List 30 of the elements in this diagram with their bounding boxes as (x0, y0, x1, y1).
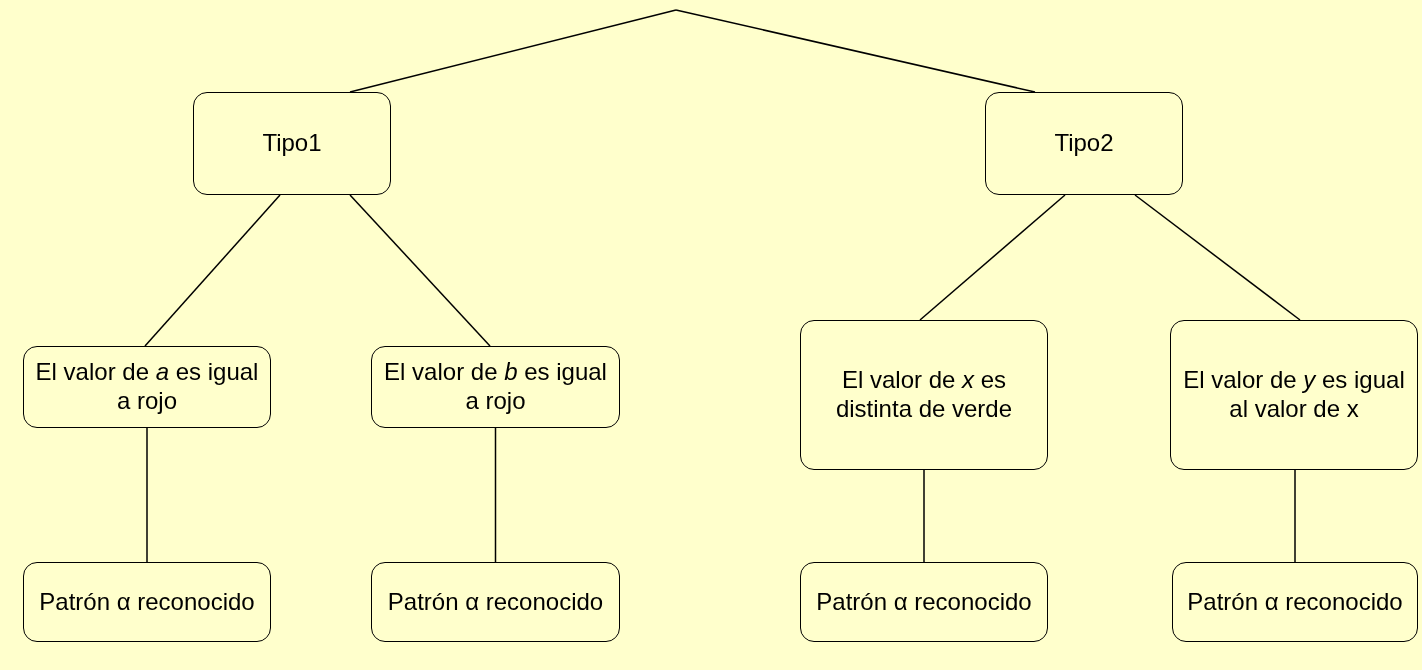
process-box (23, 562, 271, 642)
connector-line (675, 9, 1036, 93)
process-box (193, 92, 391, 195)
node-label: El valor de y es igual al valor de x (1182, 366, 1406, 424)
connector-line (1294, 469, 1296, 563)
process-box (800, 320, 1048, 470)
node-label: Patrón α reconocido (816, 587, 1032, 617)
node-label: Tipo2 (1054, 129, 1114, 158)
node-label: El valor de a es igual a rojo (34, 358, 260, 416)
connector-line (144, 194, 281, 347)
node-label: Patrón α reconocido (387, 587, 604, 617)
process-box (23, 346, 271, 428)
connector-line (494, 427, 497, 563)
connector-line (349, 9, 677, 93)
node-label: Tipo1 (262, 129, 322, 158)
node-label: Patrón α reconocido (39, 587, 255, 617)
process-box (1170, 320, 1418, 470)
process-box (985, 92, 1183, 195)
connector-line (1134, 194, 1301, 321)
connector-line (146, 427, 148, 563)
process-box (371, 346, 620, 428)
node-label: El valor de x es distinta de verde (834, 366, 1014, 424)
connector-line (349, 194, 491, 347)
process-box (800, 562, 1048, 642)
node-label: El valor de b es igual a rojo (383, 358, 608, 416)
process-box (371, 562, 620, 642)
node-label: Patrón α reconocido (1187, 587, 1403, 617)
process-box (1172, 562, 1418, 642)
connector-line (919, 194, 1066, 321)
connector-line (923, 469, 925, 563)
